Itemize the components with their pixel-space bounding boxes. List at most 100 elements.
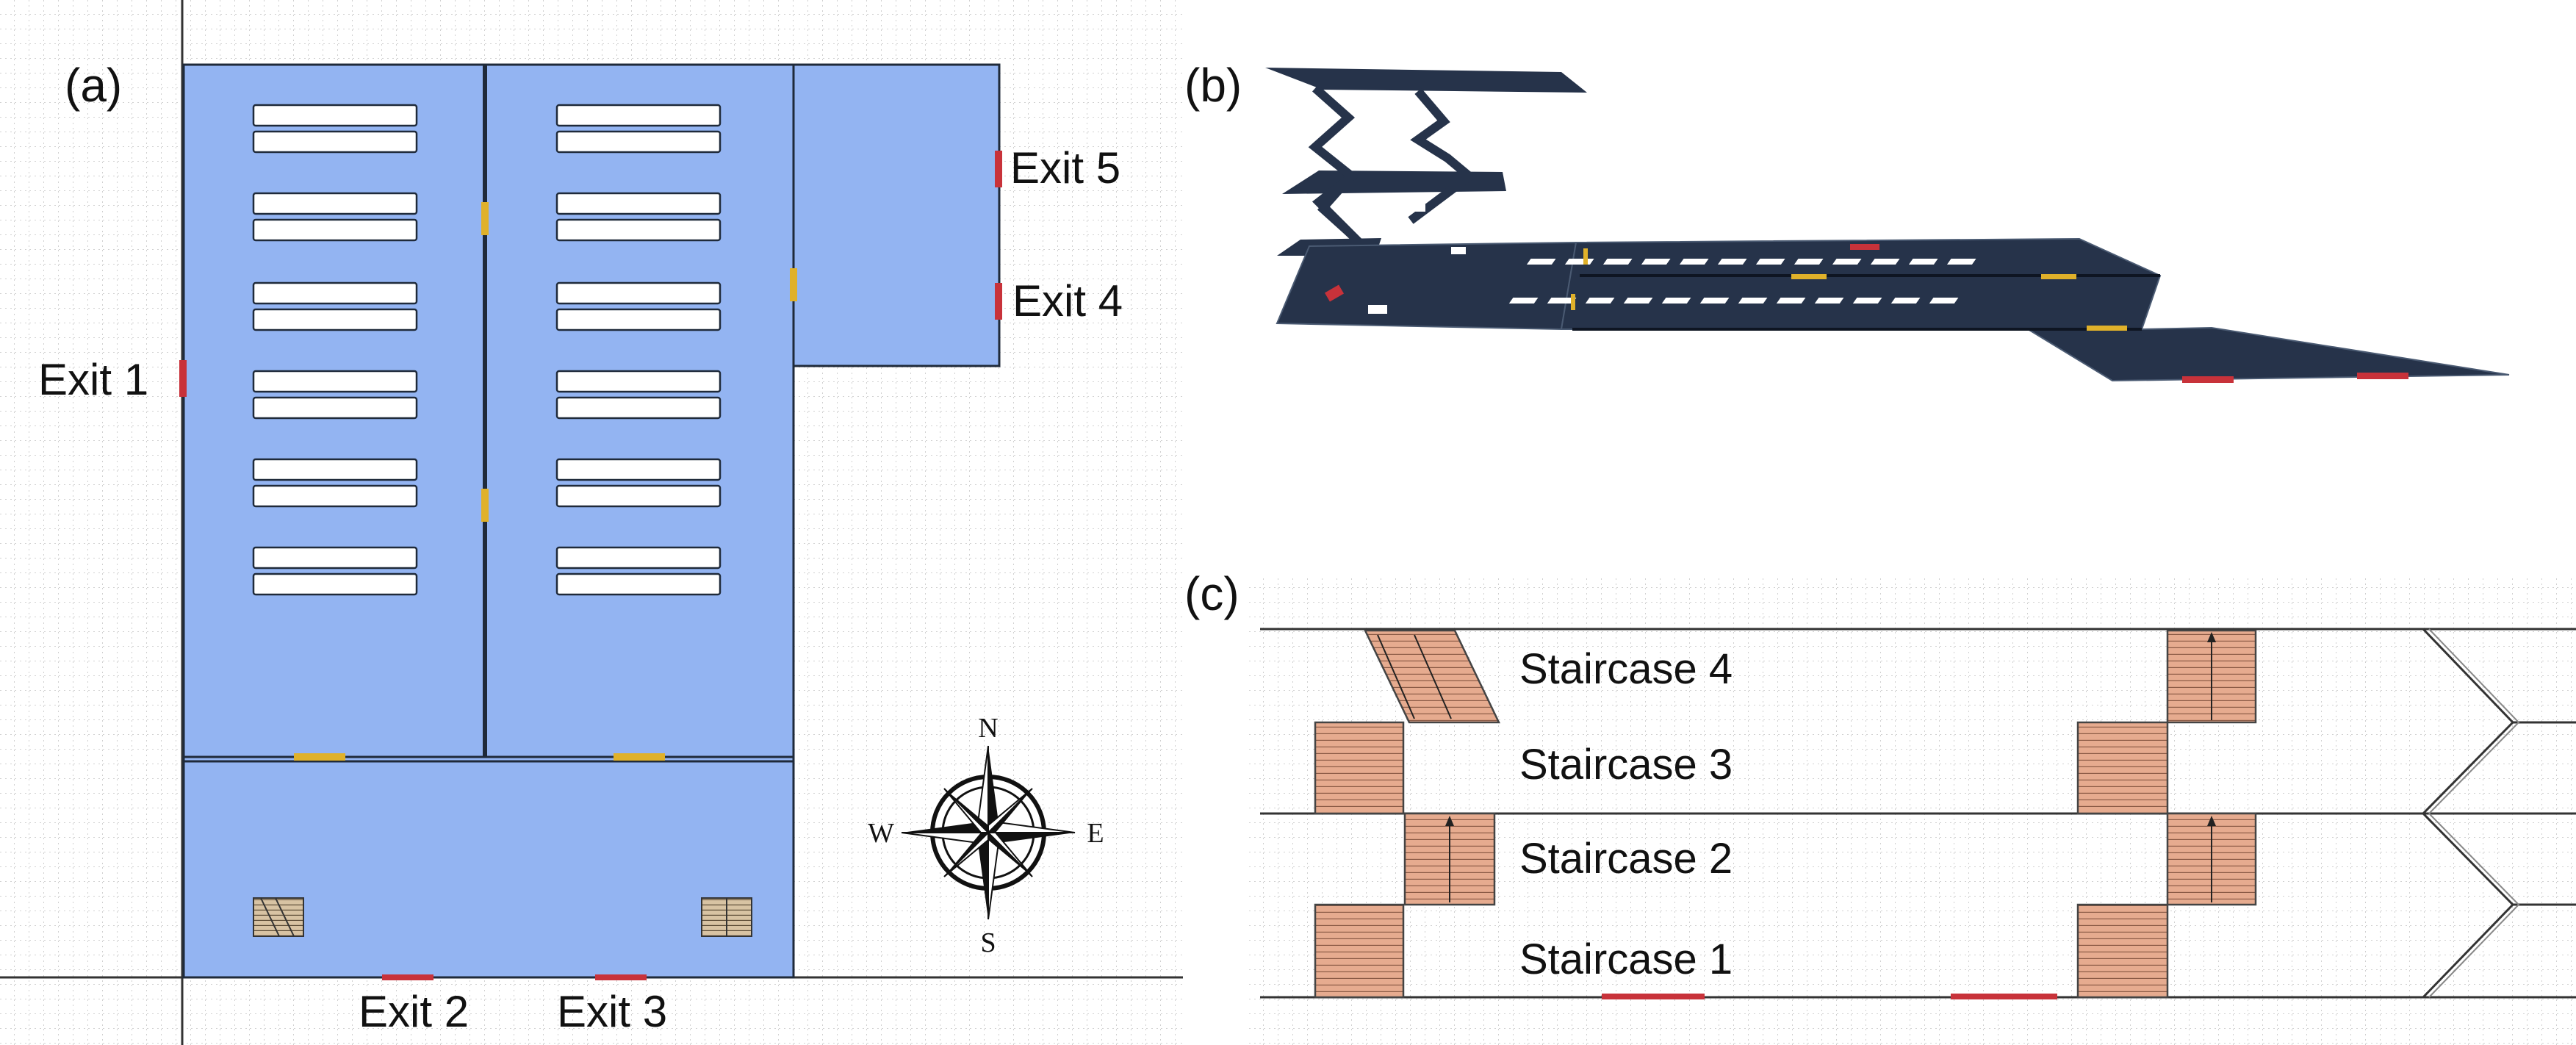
model-exit: [1850, 244, 1879, 250]
model-desk: [1890, 298, 1921, 304]
ground-floor-slab: [1560, 237, 2162, 330]
desk: [252, 370, 418, 393]
staircase-3-flight: [1314, 721, 1405, 815]
model-desk: [1508, 298, 1539, 304]
desk: [252, 218, 418, 242]
grid-background: [1249, 534, 2576, 1045]
desk: [252, 396, 418, 420]
model-stair-opening: [1451, 247, 1466, 254]
panel-b-label: (b): [1184, 59, 1242, 112]
model-stair-opening: [1409, 204, 1425, 212]
staircase-model: [1408, 88, 1477, 224]
model-door: [2041, 274, 2076, 279]
model-desk: [1870, 259, 1900, 265]
grid-background-mask: [1249, 534, 2576, 575]
model-desk: [1679, 259, 1709, 265]
desk: [555, 192, 722, 215]
exit-3-marker: [595, 974, 647, 980]
desk: [555, 130, 722, 154]
model-desks: [1508, 259, 1976, 304]
model-desk: [1585, 298, 1615, 304]
desk: [252, 484, 418, 508]
desk: [252, 572, 418, 596]
desk: [555, 458, 722, 481]
model-desk: [1946, 259, 1976, 265]
desk: [555, 218, 722, 242]
desk: [555, 484, 722, 508]
desk-group: [252, 104, 722, 596]
top-floor-slab: [1265, 68, 1587, 93]
south-hall: [182, 755, 795, 979]
exit-1-marker: [179, 360, 187, 397]
model-door: [1583, 248, 1588, 265]
desk: [555, 370, 722, 393]
staircase-3-label: Staircase 3: [1519, 741, 1733, 789]
model-desk: [1794, 259, 1824, 265]
model-desk: [1641, 259, 1671, 265]
section-exit: [1602, 994, 1705, 999]
desk: [555, 308, 722, 331]
roof-profile: [2422, 812, 2515, 999]
exit-4-marker: [995, 283, 1002, 320]
model-desk: [1717, 259, 1747, 265]
exit-5-marker: [995, 151, 1002, 187]
stair-icon: [701, 897, 752, 937]
model-desk: [1602, 259, 1633, 265]
desk: [252, 308, 418, 331]
model-desk: [1547, 298, 1577, 304]
desk: [252, 281, 418, 305]
model-desk: [1852, 298, 1882, 304]
section-exit: [1951, 994, 2057, 999]
staircase-1-flight: [1314, 903, 1405, 999]
exit-5-label: Exit 5: [1010, 143, 1120, 193]
internal-door: [614, 753, 665, 761]
model-exit: [2357, 373, 2408, 379]
stair-direction-arrow: [1377, 634, 1415, 719]
model-desk: [1699, 298, 1730, 304]
exit-1-label: Exit 1: [38, 355, 148, 404]
stair-direction-arrow: [1414, 634, 1452, 719]
desk: [555, 572, 722, 596]
internal-door: [481, 489, 489, 522]
model-stair-opening: [1368, 305, 1387, 314]
3d-model-panel: (b): [1184, 59, 2510, 383]
compass-north: N: [978, 713, 998, 744]
internal-door: [294, 753, 345, 761]
desk: [252, 192, 418, 215]
staircase-section-panel: (c) Staircase 4 Staircase 3: [1184, 534, 2576, 1045]
model-desk: [1755, 259, 1785, 265]
desk: [555, 281, 722, 305]
model-desk: [1776, 298, 1806, 304]
model-desk: [1661, 298, 1691, 304]
internal-door: [790, 268, 797, 301]
panel-a-label: (a): [65, 59, 122, 112]
east-annex: [792, 63, 1001, 367]
arrow-head: [2207, 632, 2216, 642]
exit-4-label: Exit 4: [1012, 276, 1123, 326]
desk: [252, 130, 418, 154]
roof-profile: [2428, 813, 2520, 998]
exit-2-marker: [382, 974, 433, 980]
model-desk: [1929, 298, 1959, 304]
panel-c-label: (c): [1184, 567, 1240, 620]
compass-rose-icon: N S E W: [868, 713, 1104, 958]
ground-floor-slab: [1276, 241, 1577, 331]
arrow-head: [1445, 816, 1454, 826]
model-desk: [1564, 259, 1594, 265]
staircase-1-flight-east: [2076, 903, 2169, 999]
stair-icon: [253, 897, 304, 937]
staircase-4-label: Staircase 4: [1519, 645, 1733, 693]
desk: [555, 104, 722, 127]
staircase-3-flight-east: [2076, 721, 2169, 815]
model-desk: [1738, 298, 1768, 304]
desk: [252, 458, 418, 481]
desk: [555, 546, 722, 570]
exit-2-label: Exit 2: [359, 987, 469, 1036]
model-door: [1791, 274, 1827, 279]
compass-east: E: [1087, 818, 1104, 849]
model-door: [2087, 326, 2127, 331]
desk: [252, 546, 418, 570]
staircase-1-label: Staircase 1: [1519, 936, 1733, 983]
internal-door: [481, 202, 489, 235]
